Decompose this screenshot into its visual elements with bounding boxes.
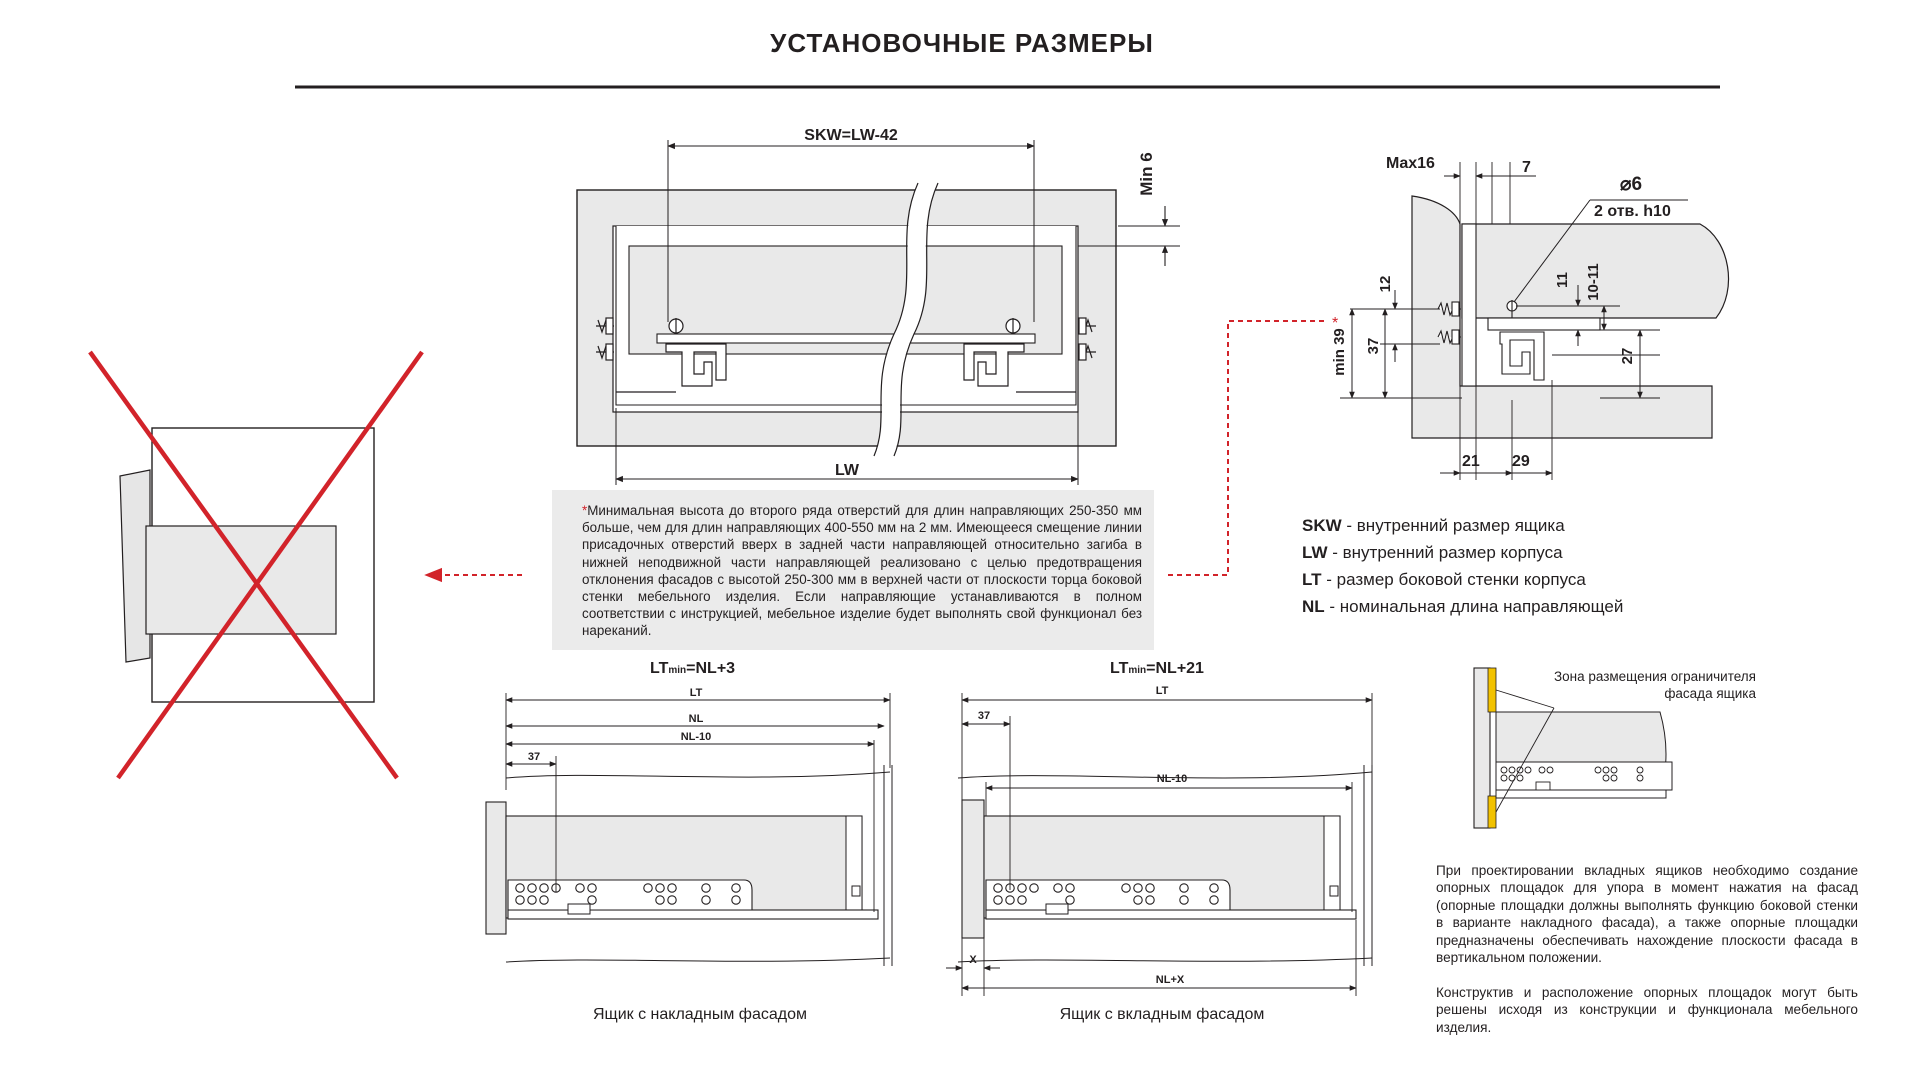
inset-nlx-label: NL+X bbox=[1156, 974, 1185, 986]
red-cross-line-1 bbox=[88, 350, 399, 780]
dim29-label: 29 bbox=[1512, 453, 1530, 470]
stopper-zone-drawing bbox=[1473, 667, 1673, 829]
dim21-label: 21 bbox=[1462, 453, 1480, 470]
dim37-label: 37 bbox=[1365, 338, 1382, 355]
dim27-label: 27 bbox=[1619, 348, 1636, 365]
zone-caption: Зона размещения ограничителя фасада ящик… bbox=[1553, 669, 1756, 701]
design-paragraph-1: При проектировании вкладных ящиков необх… bbox=[1436, 863, 1858, 966]
overlay-nl10-label: NL-10 bbox=[681, 731, 712, 743]
legend-lw: LW - внутренний размер корпуса bbox=[1302, 543, 1563, 562]
legend-nl: NL - номинальная длина направляющей bbox=[1302, 597, 1624, 616]
inset-lt-label: LT bbox=[1156, 685, 1169, 697]
min39-label: min 39 bbox=[1331, 328, 1348, 376]
overlay-nl-label: NL bbox=[689, 713, 704, 725]
lw-dimension-label: LW bbox=[835, 462, 860, 479]
note-star: * bbox=[582, 503, 588, 518]
min39-star: * bbox=[1332, 315, 1338, 332]
dim10-11-label: 10-11 bbox=[1585, 263, 1602, 301]
inset-37-label: 37 bbox=[978, 710, 990, 722]
min6-dimension-label: Min 6 bbox=[1137, 152, 1156, 195]
page-title: УСТАНОВОЧНЫЕ РАЗМЕРЫ bbox=[770, 28, 1154, 58]
overlay-drawer-caption: Ящик с накладным фасадом bbox=[592, 1006, 807, 1023]
note-body: Минимальная высота до второго ряда отвер… bbox=[582, 503, 1142, 639]
dim11-label: 11 bbox=[1554, 272, 1571, 288]
overlay-drawer-drawing bbox=[485, 693, 893, 966]
red-connector bbox=[1168, 320, 1328, 576]
red-cross-line-2 bbox=[116, 350, 424, 780]
dim7-label: 7 bbox=[1522, 159, 1531, 176]
overlay-37-label: 37 bbox=[528, 751, 540, 763]
inset-drawer-caption: Ящик с вкладным фасадом bbox=[1059, 1006, 1265, 1023]
holes-label: 2 отв. h10 bbox=[1594, 203, 1671, 220]
inset-x-label: X bbox=[969, 954, 977, 966]
overlay-lt-label: LT bbox=[690, 687, 703, 699]
diameter-label: ⌀6 bbox=[1620, 174, 1642, 195]
skw-dimension-label: SKW=LW-42 bbox=[804, 127, 898, 144]
inset-nl10-label: NL-10 bbox=[1157, 773, 1188, 785]
max16-label: Max16 bbox=[1386, 155, 1435, 172]
design-paragraph-2: Конструктив и расположение опорных площа… bbox=[1436, 985, 1858, 1035]
dim12-label: 12 bbox=[1377, 276, 1394, 293]
overlay-title: LTmin=NL+3 bbox=[650, 660, 735, 677]
note-box bbox=[552, 490, 1154, 650]
legend-lt: LT - размер боковой стенки корпуса bbox=[1302, 570, 1586, 589]
note-text: *Минимальная высота до второго ряда отве… bbox=[582, 502, 1142, 640]
front-view-drawing bbox=[576, 140, 1180, 485]
side-detail-drawing bbox=[1340, 162, 1730, 480]
incorrect-mounting-illustration bbox=[88, 350, 424, 780]
legend-skw: SKW - внутренний размер ящика bbox=[1302, 516, 1565, 535]
inset-title: LTmin=NL+21 bbox=[1110, 660, 1204, 677]
inset-drawer-drawing bbox=[946, 693, 1373, 996]
